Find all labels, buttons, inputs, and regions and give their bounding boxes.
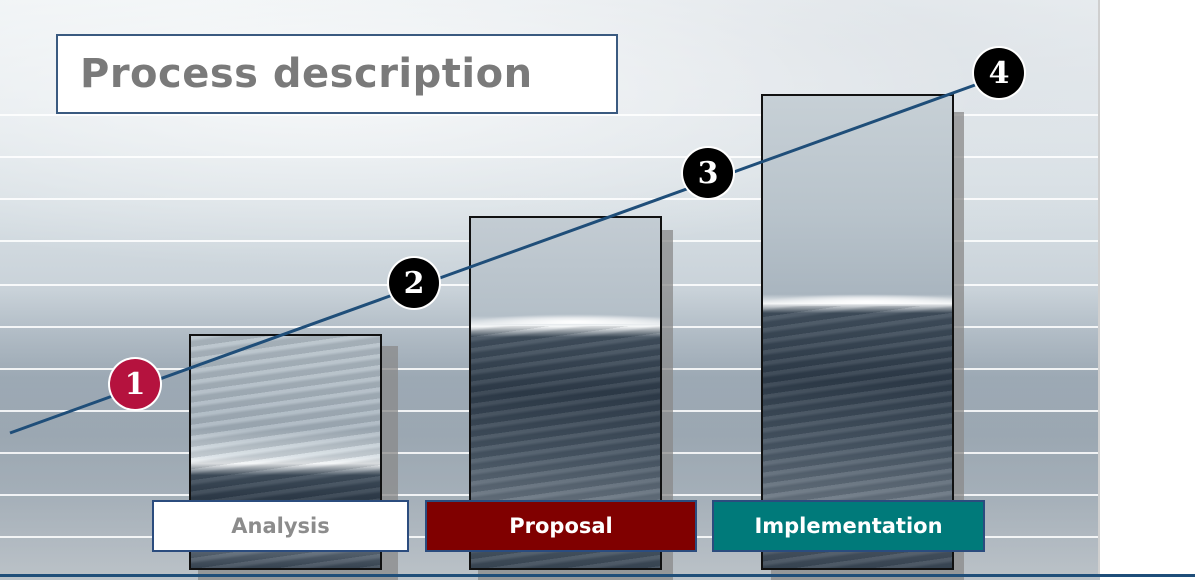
progress-trend-line	[9, 74, 1001, 435]
wave-crest	[763, 294, 952, 304]
step-badge-3: 3	[683, 148, 733, 198]
grid-line	[0, 198, 1100, 200]
step-number: 3	[697, 155, 719, 191]
stage-label-text: Implementation	[754, 514, 943, 538]
stage-label-text: Analysis	[231, 514, 330, 538]
stage-label-proposal: Proposal	[425, 500, 697, 552]
stage-label-implementation: Implementation	[712, 500, 985, 552]
stage-label-analysis: Analysis	[152, 500, 409, 552]
step-number: 1	[124, 366, 146, 402]
step-number: 4	[988, 55, 1010, 91]
title-box: Process description	[56, 34, 618, 114]
step-number: 2	[403, 265, 425, 301]
step-badge-4: 4	[974, 48, 1024, 98]
grid-line	[0, 156, 1100, 158]
step-badge-2: 2	[389, 258, 439, 308]
page-title: Process description	[80, 51, 533, 97]
slide-edge	[1098, 0, 1100, 575]
grid-line	[0, 114, 1100, 116]
wave-crest	[471, 314, 660, 324]
trend-line-path	[9, 74, 1001, 435]
stage-bar-implementation	[761, 94, 954, 570]
step-badge-1: 1	[110, 359, 160, 409]
stage-label-text: Proposal	[509, 514, 613, 538]
bottom-rule	[0, 574, 1195, 577]
